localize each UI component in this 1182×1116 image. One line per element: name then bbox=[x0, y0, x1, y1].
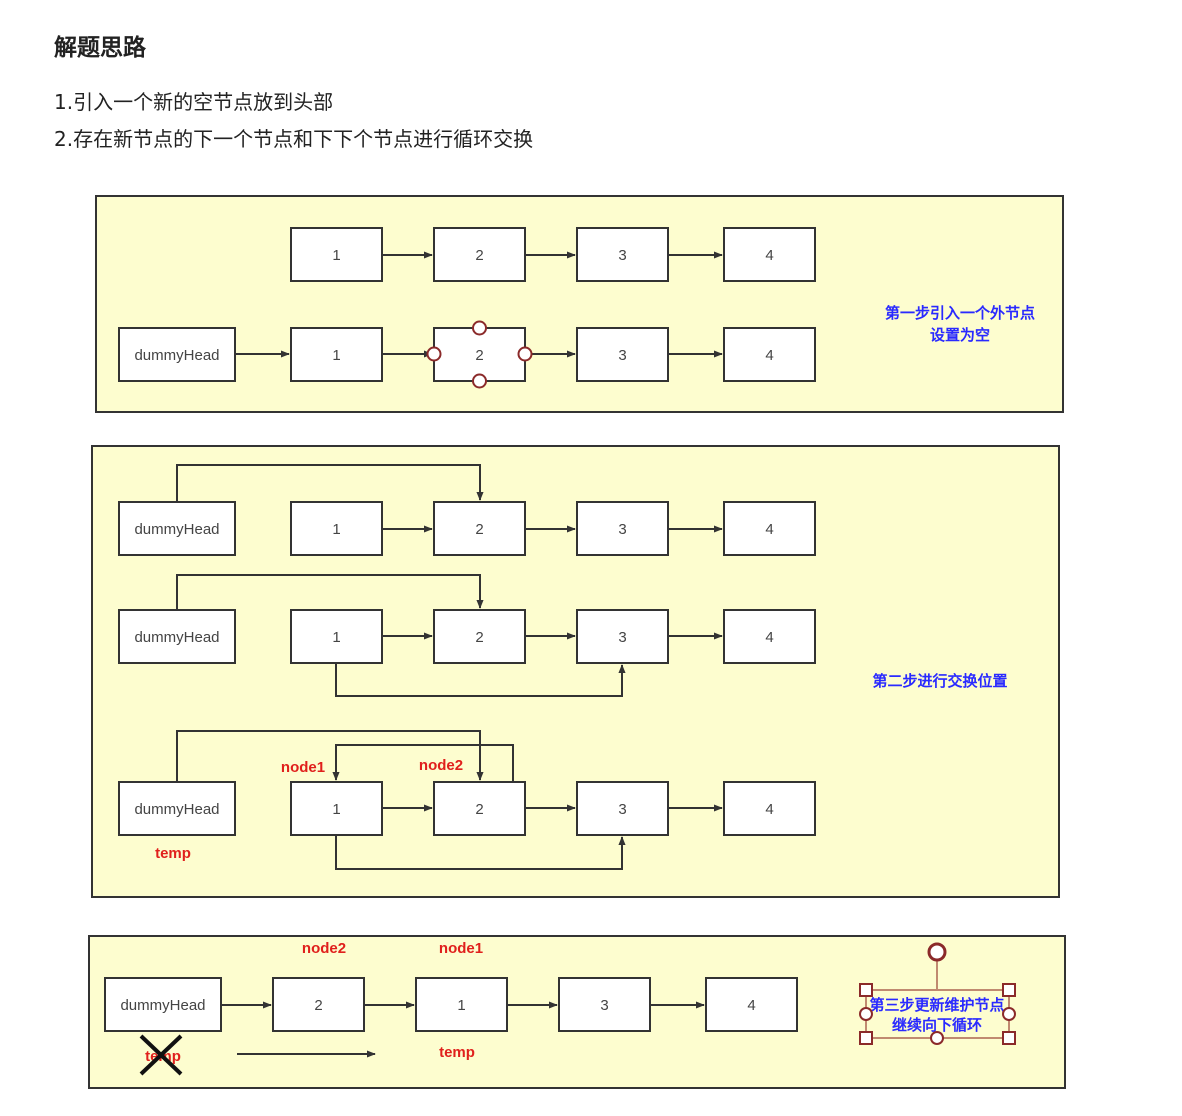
p3-note-line1: 第三步更新维护节点 bbox=[869, 996, 1004, 1014]
p2-ra-dummyhead bbox=[118, 501, 236, 556]
p2-ra-node-1-label: 1 bbox=[332, 521, 340, 538]
panel-step-1: 1 2 3 4 dummyHead 1 2 3 4 第一步引入一个外节点 设置为… bbox=[95, 195, 1064, 413]
resize-handle-tr[interactable] bbox=[1002, 983, 1016, 997]
p2-rb-node-3-label: 3 bbox=[618, 629, 626, 646]
p2-rb-node-4-label: 4 bbox=[765, 629, 773, 646]
p2-ra-node-3 bbox=[576, 501, 669, 556]
p3-dummyhead bbox=[104, 977, 222, 1032]
p2-ra-node-4-label: 4 bbox=[765, 521, 773, 538]
p2-rc-node-2-label: 2 bbox=[475, 801, 483, 818]
p3-node-2-label: 2 bbox=[314, 997, 322, 1014]
p2-rb-node-1-label: 1 bbox=[332, 629, 340, 646]
selection-handle-right[interactable] bbox=[517, 346, 533, 362]
p2-rc-arrow-d-2 bbox=[176, 730, 484, 782]
p3-node-4-label: 4 bbox=[747, 997, 755, 1014]
panel-step-2: dummyHead 1 2 3 4 dummyHead 1 2 3 4 第二步进… bbox=[91, 445, 1060, 898]
p1-r1-node-4-label: 4 bbox=[765, 247, 773, 264]
p2-rb-node-3 bbox=[576, 609, 669, 664]
p2-rc-node-4 bbox=[723, 781, 816, 836]
p3-label-node2: node2 bbox=[302, 940, 346, 957]
p2-rb-arrow-d-2 bbox=[176, 574, 484, 610]
p1-r2-node-1 bbox=[290, 327, 383, 382]
p3-note-line2: 继续向下循环 bbox=[892, 1016, 982, 1034]
p2-rb-node-2-label: 2 bbox=[475, 629, 483, 646]
p3-dummyhead-label: dummyHead bbox=[120, 997, 205, 1014]
p1-r1-node-4 bbox=[723, 227, 816, 282]
p3-label-node1: node1 bbox=[439, 940, 483, 957]
step-text-1: 1.引入一个新的空节点放到头部 bbox=[54, 90, 334, 114]
p2-rc-node-1-label: 1 bbox=[332, 801, 340, 818]
p2-rb-dummyhead-label: dummyHead bbox=[134, 629, 219, 646]
p2-ra-node-3-label: 3 bbox=[618, 521, 626, 538]
p1-r1-node-2 bbox=[433, 227, 526, 282]
p2-label-node1: node1 bbox=[281, 759, 325, 776]
p2-ra-node-2 bbox=[433, 501, 526, 556]
p3-node-4 bbox=[705, 977, 798, 1032]
resize-handle-bottom[interactable] bbox=[930, 1031, 944, 1045]
resize-handle-br[interactable] bbox=[1002, 1031, 1016, 1045]
p2-label-temp: temp bbox=[155, 845, 191, 862]
p1-note-line1: 第一步引入一个外节点 bbox=[885, 304, 1035, 322]
cross-out-icon bbox=[139, 1034, 183, 1076]
p3-node-2 bbox=[272, 977, 365, 1032]
step-text-2: 2.存在新节点的下一个节点和下下个节点进行循环交换 bbox=[54, 127, 534, 151]
p1-r1-node-3 bbox=[576, 227, 669, 282]
resize-handle-right[interactable] bbox=[1002, 1007, 1016, 1021]
p2-note: 第二步进行交换位置 bbox=[872, 672, 1007, 690]
p1-note-line2: 设置为空 bbox=[930, 326, 990, 344]
p2-rc-dummyhead bbox=[118, 781, 236, 836]
p2-rc-dummyhead-label: dummyHead bbox=[134, 801, 219, 818]
p1-r1-node-1-label: 1 bbox=[332, 247, 340, 264]
p2-label-node2: node2 bbox=[419, 757, 463, 774]
p1-r2-node-1-label: 1 bbox=[332, 347, 340, 364]
p3-note-selection[interactable]: 第三步更新维护节点 继续向下循环 bbox=[859, 942, 1016, 1045]
p3-node-3-label: 3 bbox=[600, 997, 608, 1014]
p2-rb-dummyhead bbox=[118, 609, 236, 664]
p1-r2-node-3 bbox=[576, 327, 669, 382]
p2-ra-node-4 bbox=[723, 501, 816, 556]
p2-ra-arrow-d-2 bbox=[176, 464, 484, 502]
p2-ra-dummyhead-label: dummyHead bbox=[134, 521, 219, 538]
p1-r2-node-4 bbox=[723, 327, 816, 382]
p3-node-1-label: 1 bbox=[457, 997, 465, 1014]
p2-rb-node-2 bbox=[433, 609, 526, 664]
p2-rb-node-4 bbox=[723, 609, 816, 664]
p2-rc-arrow-1-3 bbox=[335, 835, 626, 870]
p2-rc-node-1 bbox=[290, 781, 383, 836]
p1-r1-node-2-label: 2 bbox=[475, 247, 483, 264]
selection-handle-bottom[interactable] bbox=[472, 373, 487, 389]
p2-ra-node-1 bbox=[290, 501, 383, 556]
resize-handle-bl[interactable] bbox=[859, 1031, 873, 1045]
page-title: 解题思路 bbox=[54, 35, 146, 61]
selection-handle-left[interactable] bbox=[426, 346, 442, 362]
panel-2-background bbox=[91, 445, 1060, 898]
resize-handle-left[interactable] bbox=[859, 1007, 873, 1021]
p1-r2-node-3-label: 3 bbox=[618, 347, 626, 364]
p2-ra-node-2-label: 2 bbox=[475, 521, 483, 538]
p2-rc-node-4-label: 4 bbox=[765, 801, 773, 818]
p1-r2-node-4-label: 4 bbox=[765, 347, 773, 364]
p1-r2-dummyhead-label: dummyHead bbox=[134, 347, 219, 364]
p1-r2-dummyhead bbox=[118, 327, 236, 382]
panel-step-3: dummyHead 2 1 3 4 node2 node1 temp temp … bbox=[88, 935, 1066, 1089]
p2-rc-node-2 bbox=[433, 781, 526, 836]
p3-node-1 bbox=[415, 977, 508, 1032]
p2-rc-arrow-2-1 bbox=[332, 744, 514, 782]
selection-handle-top[interactable] bbox=[472, 320, 487, 336]
p2-rb-arrow-1-3 bbox=[335, 663, 626, 697]
p1-r1-node-3-label: 3 bbox=[618, 247, 626, 264]
p1-r2-node-2-label: 2 bbox=[475, 347, 483, 364]
rotate-handle[interactable] bbox=[927, 942, 947, 962]
p2-rc-node-3-label: 3 bbox=[618, 801, 626, 818]
p1-r1-node-1 bbox=[290, 227, 383, 282]
resize-handle-tl[interactable] bbox=[859, 983, 873, 997]
p3-label-temp-new: temp bbox=[439, 1044, 475, 1061]
